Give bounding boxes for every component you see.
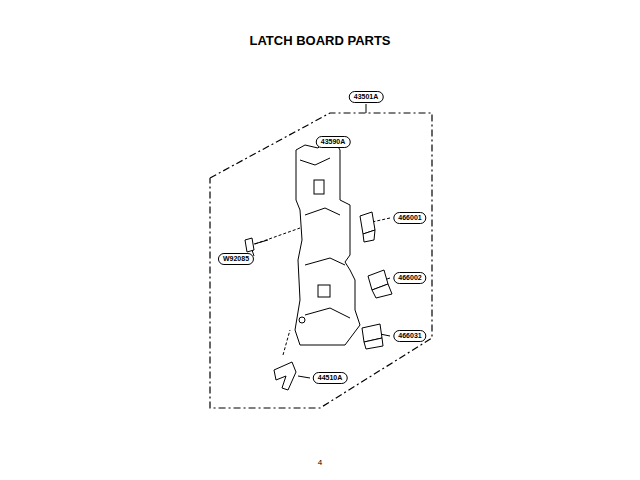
- callout-number: 466002: [393, 272, 426, 284]
- callout-number: 43501A: [349, 91, 384, 103]
- leader-lines: [252, 104, 390, 378]
- screw: [245, 238, 268, 252]
- diagram-title: LATCH BOARD PARTS: [249, 33, 390, 48]
- callout-number: W92085: [218, 253, 254, 265]
- callout-number: 43590A: [316, 136, 351, 148]
- lever: [274, 362, 296, 390]
- micro-switches: [360, 212, 392, 349]
- callout-number: 466031: [393, 330, 426, 342]
- assembly-boundary: [210, 113, 432, 408]
- callout-number: 44510A: [313, 372, 348, 384]
- page-number: 4: [318, 458, 322, 467]
- latch-frame: [295, 140, 360, 345]
- callout-number: 466001: [393, 212, 426, 224]
